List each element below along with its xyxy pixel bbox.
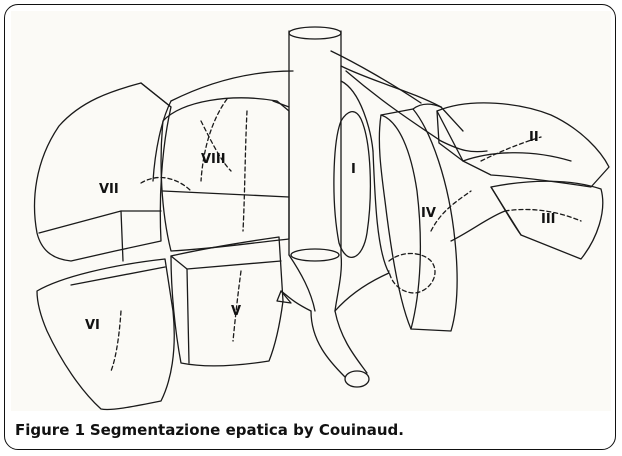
segment-label-III: III	[541, 212, 556, 227]
segment-III-shape	[451, 181, 603, 259]
segment-V-shape	[171, 237, 283, 366]
segment-II-shape	[437, 103, 609, 187]
segment-label-VI: VI	[85, 318, 100, 333]
segment-label-V: V	[231, 304, 241, 319]
figure-label: Figure 1	[15, 421, 85, 439]
liver-diagram: I II III IV V VI VII VIII	[11, 11, 611, 411]
figure-caption: Figure 1 Segmentazione epatica by Couina…	[15, 421, 404, 439]
portal-vein	[277, 151, 389, 387]
figure-caption-text: Segmentazione epatica by Couinaud.	[90, 421, 404, 439]
segment-I-shape	[334, 112, 370, 258]
liver-segmentation-drawing: I II III IV V VI VII VIII	[11, 11, 611, 411]
segment-label-IV: IV	[421, 206, 436, 221]
figure-frame: I II III IV V VI VII VIII Figure 1 Segme…	[4, 4, 616, 450]
segment-label-VII: VII	[99, 182, 119, 197]
segment-label-VIII: VIII	[201, 152, 226, 167]
segment-label-I: I	[351, 162, 356, 177]
segment-VI-shape	[37, 259, 174, 410]
segment-label-II: II	[529, 130, 539, 145]
segment-VIII-shape	[161, 98, 289, 251]
vena-cava	[171, 27, 441, 261]
